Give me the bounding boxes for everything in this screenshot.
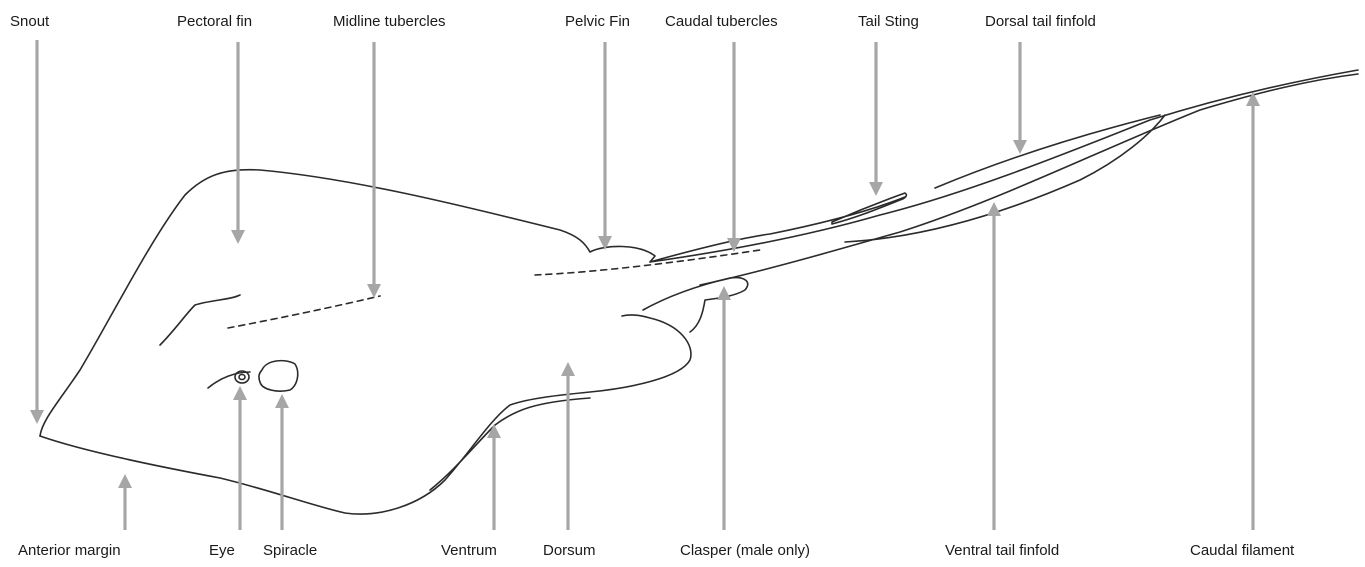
label-dorsum: Dorsum (543, 542, 596, 560)
tail-sting-shape (832, 193, 906, 224)
body-lower-outline (40, 315, 691, 514)
spiracle-shape (259, 361, 298, 392)
body-outline (40, 170, 905, 436)
ventrum-lobe (430, 398, 590, 490)
pectoral-inner-curve (160, 295, 240, 345)
label-ventral-tail-finfold: Ventral tail finfold (945, 542, 1059, 560)
label-tail-sting: Tail Sting (858, 13, 919, 31)
label-pelvic-fin: Pelvic Fin (565, 13, 630, 31)
label-caudal-tubercles: Caudal tubercles (665, 13, 778, 31)
label-caudal-filament: Caudal filament (1190, 542, 1294, 560)
caudal-tubercles-marks (535, 250, 760, 275)
midline-tubercles-marks (228, 296, 380, 328)
label-arrows (30, 40, 1260, 530)
eye-shape (208, 371, 250, 388)
label-pectoral-fin: Pectoral fin (177, 13, 252, 31)
label-ventrum: Ventrum (441, 542, 497, 560)
label-midline-tubercles: Midline tubercles (333, 13, 446, 31)
clasper-shape (643, 278, 748, 332)
label-anterior-margin: Anterior margin (18, 542, 121, 560)
label-spiracle: Spiracle (263, 542, 317, 560)
label-snout: Snout (10, 13, 49, 31)
label-clasper: Clasper (male only) (680, 542, 810, 560)
ventral-finfold-shape (845, 115, 1165, 242)
label-eye: Eye (209, 542, 235, 560)
label-dorsal-tail-finfold: Dorsal tail finfold (985, 13, 1096, 31)
